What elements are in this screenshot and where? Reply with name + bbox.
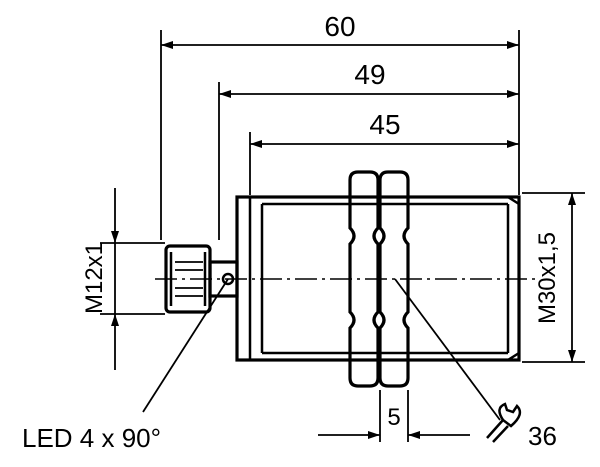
wrench-callout: 36	[394, 278, 557, 451]
dim-5-label: 5	[387, 404, 400, 431]
dim-49-label: 49	[354, 59, 385, 90]
led-callout: LED 4 x 90°	[22, 278, 229, 453]
lock-nuts	[348, 170, 410, 388]
wrench-icon	[486, 402, 522, 443]
dimension-body-thread: M30x1,5	[534, 193, 576, 362]
wrench-size-label: 36	[528, 421, 557, 451]
dimension-connector-thread: M12x1	[81, 188, 119, 370]
led-label: LED 4 x 90°	[22, 423, 161, 453]
dim-60-label: 60	[324, 11, 355, 42]
dimension-connector-to-end: 49	[219, 59, 519, 98]
dim-45-label: 45	[369, 109, 400, 140]
dim-m30-label: M30x1,5	[534, 232, 561, 324]
dimension-nut-thickness: 5	[318, 390, 470, 442]
dimension-thread-length: 45	[250, 109, 519, 148]
dimension-overall-length: 60	[161, 11, 519, 49]
dim-m12-label: M12x1	[81, 242, 108, 314]
